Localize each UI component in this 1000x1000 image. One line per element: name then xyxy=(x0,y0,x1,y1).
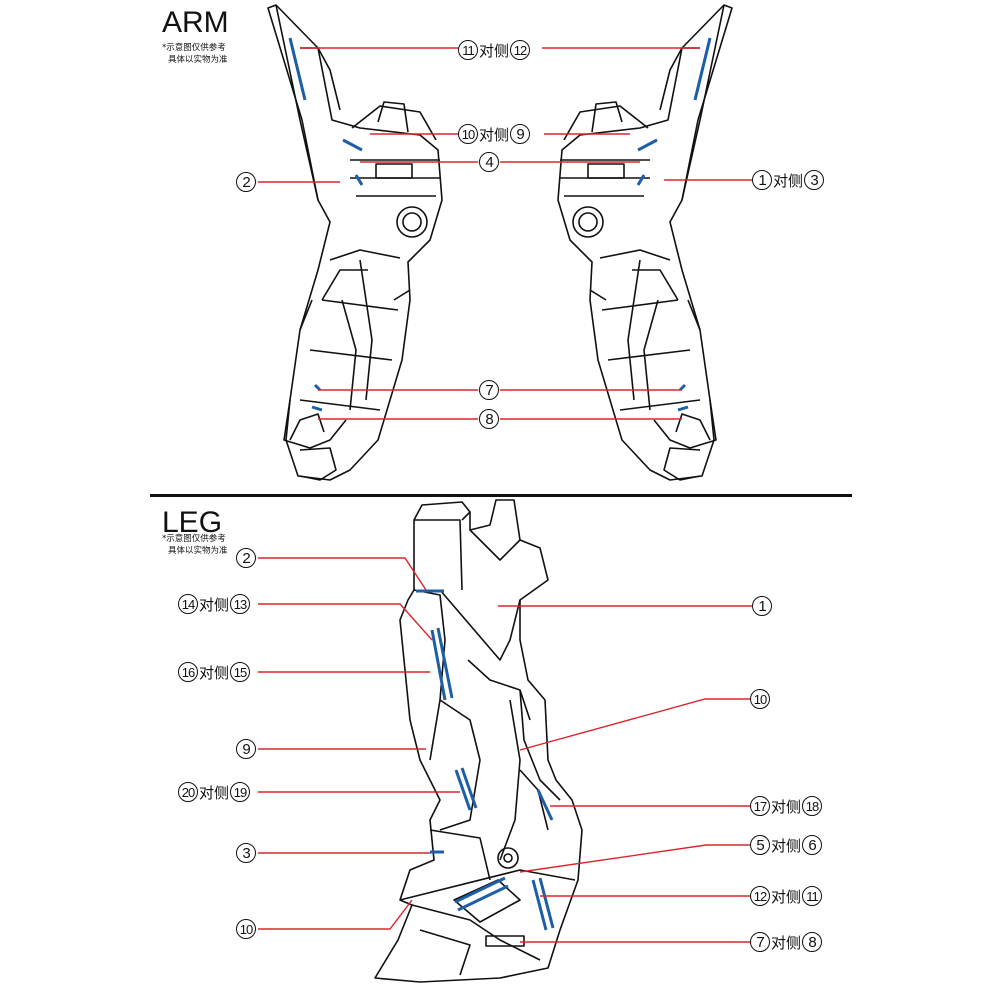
leg-drawing xyxy=(374,499,583,983)
part-number-badge: 20 xyxy=(178,782,198,802)
leg-callout-2: 2 xyxy=(236,547,256,569)
part-number-badge: 17 xyxy=(750,796,770,816)
arm-callout-7: 7 xyxy=(479,379,499,401)
opposite-side-label: 对侧 xyxy=(199,783,230,802)
part-number-badge: 4 xyxy=(479,152,499,172)
arm-callout-1-3: 1 对侧 3 xyxy=(752,169,825,191)
arm-callout-2: 2 xyxy=(236,171,256,193)
part-number-badge: 1 xyxy=(752,170,772,190)
arm-callout-8: 8 xyxy=(479,408,499,430)
left-arm-drawing xyxy=(267,4,443,481)
part-number-badge: 8 xyxy=(802,932,823,952)
part-number-badge: 5 xyxy=(750,835,770,855)
arm-callout-10-9: 10 对侧 9 xyxy=(458,123,531,145)
part-number-badge: 10 xyxy=(236,919,256,939)
part-number-badge: 10 xyxy=(750,689,770,709)
part-number-badge: 9 xyxy=(510,124,531,144)
part-number-badge: 18 xyxy=(802,796,823,816)
leg-callout-10-left: 10 xyxy=(236,918,256,940)
part-number-badge: 9 xyxy=(236,739,256,759)
opposite-side-label: 对侧 xyxy=(773,171,804,190)
opposite-side-label: 对侧 xyxy=(199,663,230,682)
leg-callout-10-right: 10 xyxy=(750,688,770,710)
leg-callout-7-8: 7 对侧 8 xyxy=(750,931,823,953)
leg-callout-3: 3 xyxy=(236,842,256,864)
part-number-badge: 12 xyxy=(510,40,531,60)
part-number-badge: 8 xyxy=(479,409,499,429)
leg-callout-16-15: 16 对侧 15 xyxy=(178,661,251,683)
part-number-badge: 10 xyxy=(458,124,478,144)
part-number-badge: 11 xyxy=(802,886,823,906)
part-number-badge: 11 xyxy=(458,40,478,60)
right-arm-drawing xyxy=(557,4,733,481)
opposite-side-label: 对侧 xyxy=(479,41,510,60)
part-number-badge: 3 xyxy=(236,843,256,863)
leg-disclaimer-line1: *示意图仅供参考 xyxy=(162,534,226,544)
part-number-badge: 1 xyxy=(752,596,772,616)
leg-disclaimer-line2: 具体以实物为准 xyxy=(168,546,228,556)
opposite-side-label: 对侧 xyxy=(771,836,802,855)
leg-callout-20-19: 20 对侧 19 xyxy=(178,781,251,803)
part-number-badge: 2 xyxy=(236,172,256,192)
part-number-badge: 19 xyxy=(230,782,251,802)
arm-callout-11-12: 11 对侧 12 xyxy=(458,39,531,61)
decal-marks xyxy=(288,37,712,931)
part-number-badge: 7 xyxy=(750,932,770,952)
leg-callout-14-13: 14 对侧 13 xyxy=(178,593,251,615)
part-number-badge: 14 xyxy=(178,594,198,614)
part-number-badge: 13 xyxy=(230,594,251,614)
opposite-side-label: 对侧 xyxy=(479,125,510,144)
opposite-side-label: 对侧 xyxy=(771,887,802,906)
opposite-side-label: 对侧 xyxy=(771,933,802,952)
arm-disclaimer-line2: 具体以实物为准 xyxy=(168,55,228,65)
part-number-badge: 16 xyxy=(178,662,198,682)
arm-section-title: ARM xyxy=(162,6,229,39)
leg-callout-5-6: 5 对侧 6 xyxy=(750,834,823,856)
leg-callout-17-18: 17 对侧 18 xyxy=(750,795,823,817)
leg-callout-9: 9 xyxy=(236,738,256,760)
part-number-badge: 15 xyxy=(230,662,251,682)
part-number-badge: 7 xyxy=(479,380,499,400)
leg-callout-1: 1 xyxy=(752,595,772,617)
part-number-badge: 3 xyxy=(804,170,825,190)
arm-disclaimer-line1: *示意图仅供参考 xyxy=(162,43,226,53)
opposite-side-label: 对侧 xyxy=(199,595,230,614)
leg-callout-12-11: 12 对侧 11 xyxy=(750,885,823,907)
leg-section-title: LEG xyxy=(162,506,223,539)
leader-lines xyxy=(258,47,752,943)
part-number-badge: 2 xyxy=(236,548,256,568)
arm-callout-4: 4 xyxy=(479,151,499,173)
part-number-badge: 6 xyxy=(802,835,823,855)
section-divider xyxy=(150,494,852,497)
opposite-side-label: 对侧 xyxy=(771,797,802,816)
part-number-badge: 12 xyxy=(750,886,770,906)
